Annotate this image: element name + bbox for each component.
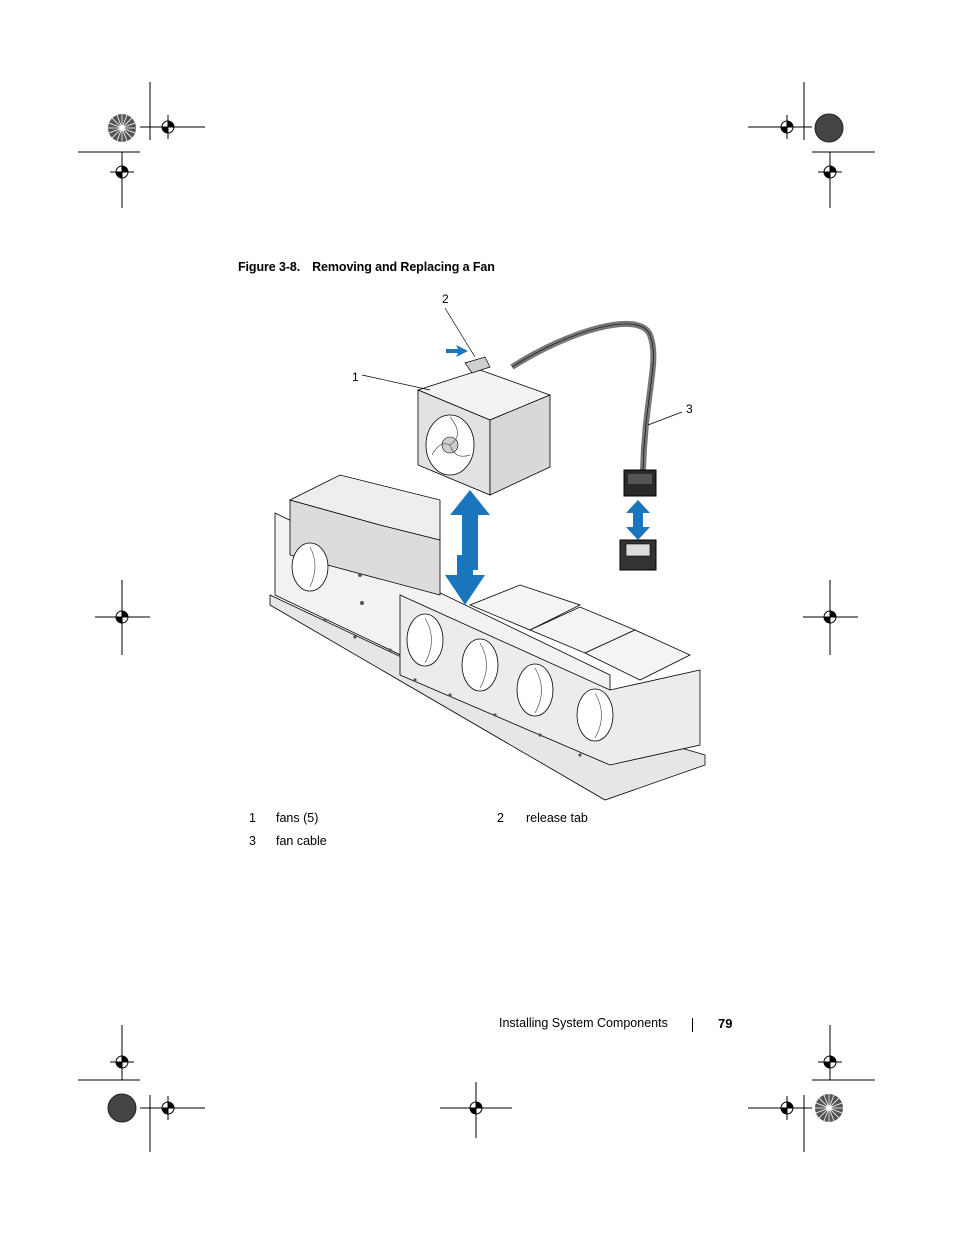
cable-connector <box>623 469 657 497</box>
fan-module <box>416 356 552 496</box>
arrow-down-icon <box>445 555 485 605</box>
push-arrow-icon <box>446 345 468 357</box>
footer-divider <box>692 1018 693 1032</box>
legend-num: 2 <box>497 811 504 825</box>
legend-num: 1 <box>249 811 256 825</box>
page-footer: Installing System Components 79 <box>0 1016 954 1036</box>
figure-title: Removing and Replacing a Fan <box>312 260 495 274</box>
callout-3: 3 <box>686 402 693 416</box>
double-arrow-icon <box>626 500 650 540</box>
callout-leaders <box>361 307 683 426</box>
fan-assembly-illustration: 1 2 3 <box>269 292 706 801</box>
page-number: 79 <box>718 1016 733 1031</box>
release-tab <box>464 356 491 374</box>
fan-rotor <box>291 542 329 592</box>
motion-arrows <box>445 345 650 605</box>
arrow-up-icon <box>450 490 490 570</box>
figure-caption: Figure 3-8. Removing and Replacing a Fan <box>238 260 495 274</box>
legend-label: release tab <box>526 811 588 825</box>
fan-bay-chassis <box>269 474 706 801</box>
legend-num: 3 <box>249 834 256 848</box>
figure-number: Figure 3-8. <box>238 260 301 274</box>
footer-section-title: Installing System Components <box>499 1016 668 1030</box>
legend-label: fans (5) <box>276 811 319 825</box>
callout-1: 1 <box>352 370 359 384</box>
callout-2: 2 <box>442 292 449 306</box>
board-connector <box>619 539 657 571</box>
legend-label: fan cable <box>276 834 327 848</box>
